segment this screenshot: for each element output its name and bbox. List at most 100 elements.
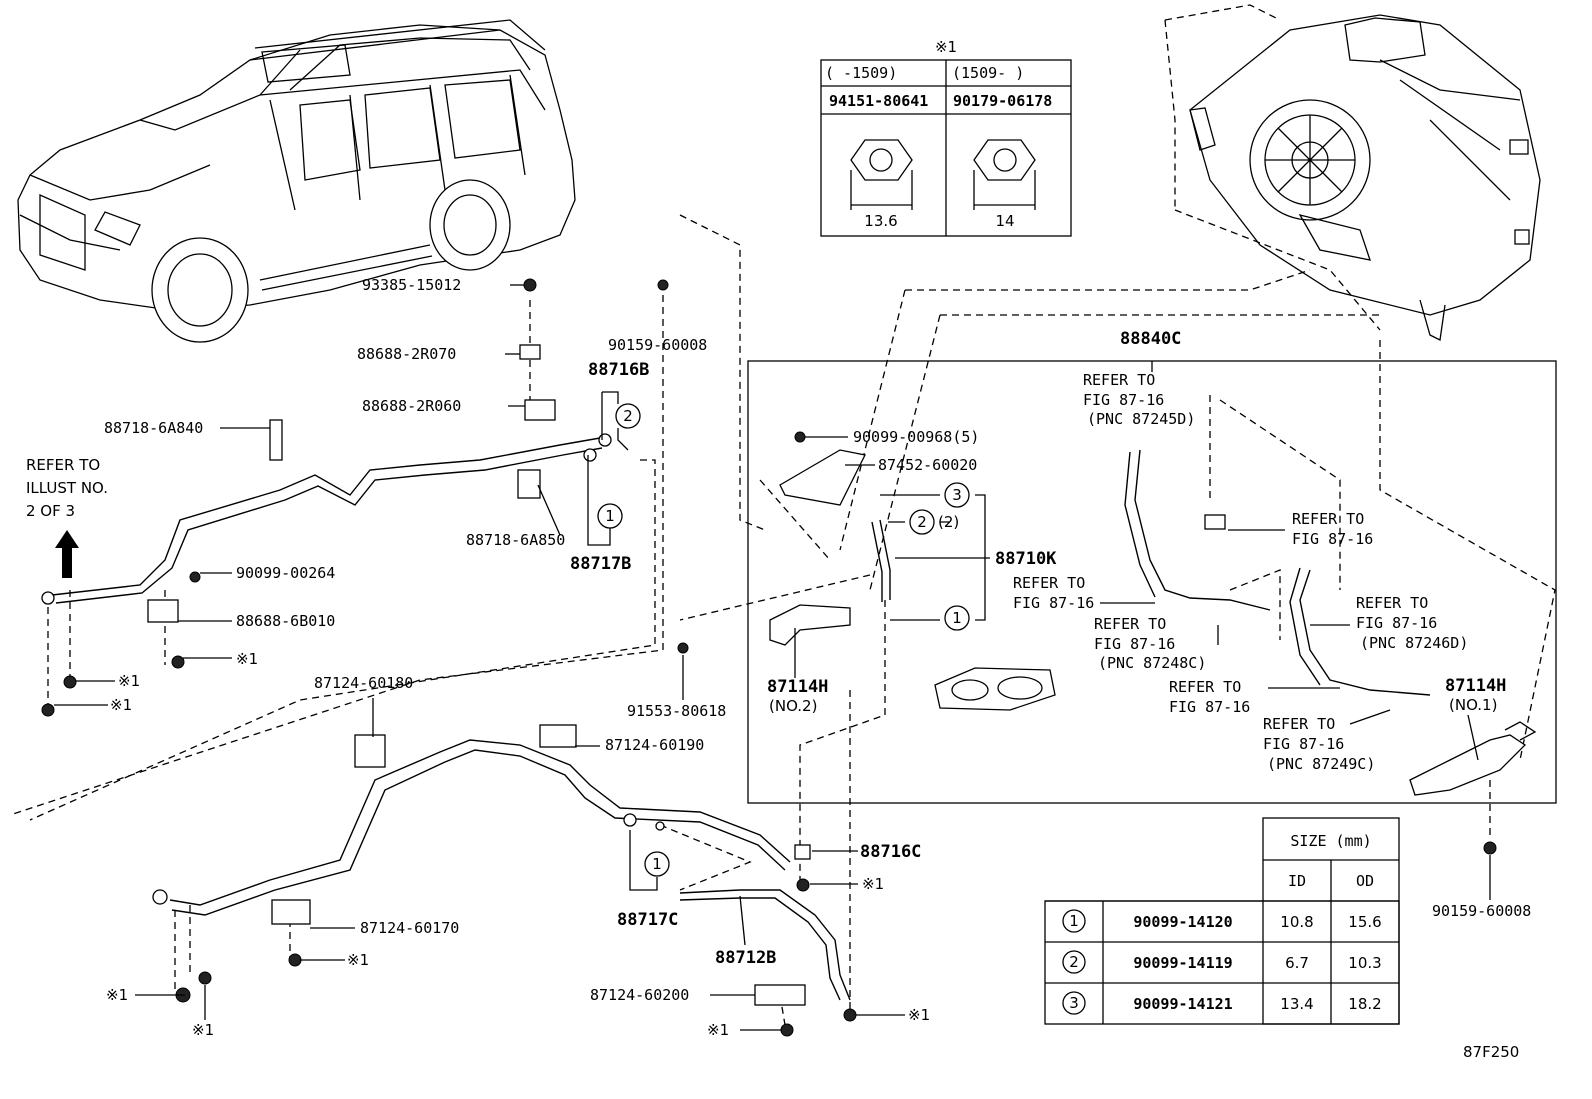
nut-table-mark: ※1 [935, 38, 957, 56]
label-90159-60008-top: 90159-60008 [608, 336, 707, 354]
label-88717b: 88717B [570, 554, 631, 574]
refer-1-line-a: REFER TO [1083, 371, 1155, 389]
label-88840c: 88840C [1120, 329, 1181, 349]
label-mark-1h: ※1 [106, 986, 128, 1004]
label-88718-6a850: 88718-6A850 [466, 531, 565, 549]
refer-5-line-c: (PNC 87246D) [1360, 634, 1468, 652]
label-87124-60180: 87124-60180 [314, 674, 413, 692]
refer-2-line-b: FIG 87-16 [1292, 530, 1373, 548]
label-87124-60190: 87124-60190 [605, 736, 704, 754]
size-row-2-od: 10.3 [1348, 954, 1381, 972]
refer-3-line-a: REFER TO [1013, 574, 1085, 592]
part-labels: 93385-15012 88688-2R070 88688-2R060 8871… [104, 276, 1531, 1061]
refer-4-line-b: FIG 87-16 [1094, 635, 1175, 653]
refer-illust-line3: 2 OF 3 [26, 502, 75, 520]
nut-table-part-2: 90179-06178 [953, 92, 1052, 110]
label-88717c: 88717C [617, 910, 678, 930]
nut-table-part-1: 94151-80641 [829, 92, 928, 110]
label-mark-1d: ※1 [347, 951, 369, 969]
refer-7-line-c: (PNC 87249C) [1267, 755, 1375, 773]
label-88716b: 88716B [588, 360, 649, 380]
refer-4-line-c: (PNC 87248C) [1098, 654, 1206, 672]
label-87452-60020: 87452-60020 [878, 456, 977, 474]
label-88688-6b010: 88688-6B010 [236, 612, 335, 630]
label-91553-80618: 91553-80618 [627, 702, 726, 720]
label-mark-1a: ※1 [236, 650, 258, 668]
refer-illust-line1: REFER TO [26, 456, 100, 474]
label-88718-6a840: 88718-6A840 [104, 419, 203, 437]
size-row-3-od: 18.2 [1348, 995, 1381, 1013]
size-row-1-part: 90099-14120 [1133, 913, 1232, 931]
refer-7-line-b: FIG 87-16 [1263, 735, 1344, 753]
label-no2: (NO.2) [769, 697, 817, 715]
label-90099-00968: 90099-00968(5) [853, 428, 979, 446]
label-mark-1f: ※1 [908, 1006, 930, 1024]
size-table-col-od: OD [1356, 872, 1374, 890]
size-row-1-id: 10.8 [1280, 913, 1313, 931]
refer-7-line-a: REFER TO [1263, 715, 1335, 733]
nut-table-range-1: ( -1509) [825, 64, 897, 82]
label-88716c: 88716C [860, 842, 921, 862]
size-row-1-od: 15.6 [1348, 913, 1381, 931]
size-row-3-num: 3 [1069, 994, 1079, 1012]
callout-2-88716b: 2 [623, 407, 633, 425]
label-mark-1c: ※1 [110, 696, 132, 714]
refer-labels: REFER TO FIG 87-16 (PNC 87245D) REFER TO… [1013, 371, 1468, 773]
label-88710k: 88710K [995, 549, 1057, 569]
label-87124-60200: 87124-60200 [590, 986, 689, 1004]
nut-table: ※1 ( -1509) (1509- ) 94151-80641 90179-0… [820, 38, 1072, 237]
leader-lines [54, 284, 1491, 1031]
refer-5-line-b: FIG 87-16 [1356, 614, 1437, 632]
size-row-3-part: 90099-14121 [1133, 995, 1232, 1013]
callout-1-88710k: 1 [952, 609, 962, 627]
dashed-leaders [9, 4, 1556, 1026]
size-row-2-part: 90099-14119 [1133, 954, 1232, 972]
label-88688-2r070: 88688-2R070 [357, 345, 456, 363]
label-88688-2r060: 88688-2R060 [362, 397, 461, 415]
refer-2-line-a: REFER TO [1292, 510, 1364, 528]
figure-code: 87F250 [1463, 1043, 1519, 1061]
size-table-title: SIZE (mm) [1290, 832, 1371, 850]
part-glyphs [41, 278, 1537, 1037]
refer-illust-line2: ILLUST NO. [26, 479, 108, 497]
label-90159-60008-right: 90159-60008 [1432, 902, 1531, 920]
hvac-unit-illustration [1189, 14, 1541, 341]
label-mark-1i: ※1 [192, 1021, 214, 1039]
refer-5-line-a: REFER TO [1356, 594, 1428, 612]
callout-2-88710k: 2 [917, 513, 927, 531]
label-87114h-no2: 87114H [767, 677, 828, 697]
size-row-1-num: 1 [1069, 912, 1079, 930]
refer-6-line-b: FIG 87-16 [1169, 698, 1250, 716]
callout-3-88710k: 3 [952, 486, 962, 504]
size-row-2-id: 6.7 [1285, 954, 1309, 972]
refer-1-line-c: (PNC 87245D) [1087, 410, 1195, 428]
refer-1-line-b: FIG 87-16 [1083, 391, 1164, 409]
size-table: SIZE (mm) ID OD 1 90099-14120 10.8 15.6 … [1044, 817, 1400, 1025]
label-circle2-paren: (2) [938, 513, 959, 531]
refer-6-line-a: REFER TO [1169, 678, 1241, 696]
refer-3-line-b: FIG 87-16 [1013, 594, 1094, 612]
callout-circles: 2 1 1 3 2 1 [597, 403, 970, 877]
pipe-lines [51, 437, 891, 1001]
up-arrow-icon [55, 530, 79, 578]
size-row-2-num: 2 [1069, 953, 1079, 971]
size-row-3-id: 13.4 [1280, 995, 1313, 1013]
label-87114h-no1: 87114H [1445, 676, 1506, 696]
label-mark-1g: ※1 [862, 875, 884, 893]
refer-illust-group: REFER TO ILLUST NO. 2 OF 3 [26, 456, 108, 578]
size-table-col-id: ID [1288, 872, 1306, 890]
label-90099-00264: 90099-00264 [236, 564, 335, 582]
vehicle-illustration [17, 19, 576, 343]
callout-1-88717b: 1 [605, 507, 615, 525]
label-mark-1e: ※1 [707, 1021, 729, 1039]
callout-1-88717c: 1 [652, 855, 662, 873]
nut-table-dim-2: 14 [995, 212, 1014, 230]
label-87124-60170: 87124-60170 [360, 919, 459, 937]
label-no1: (NO.1) [1449, 696, 1497, 714]
nut-table-dim-1: 13.6 [864, 212, 897, 230]
label-mark-1b: ※1 [118, 672, 140, 690]
label-88712b: 88712B [715, 948, 776, 968]
refer-4-line-a: REFER TO [1094, 615, 1166, 633]
